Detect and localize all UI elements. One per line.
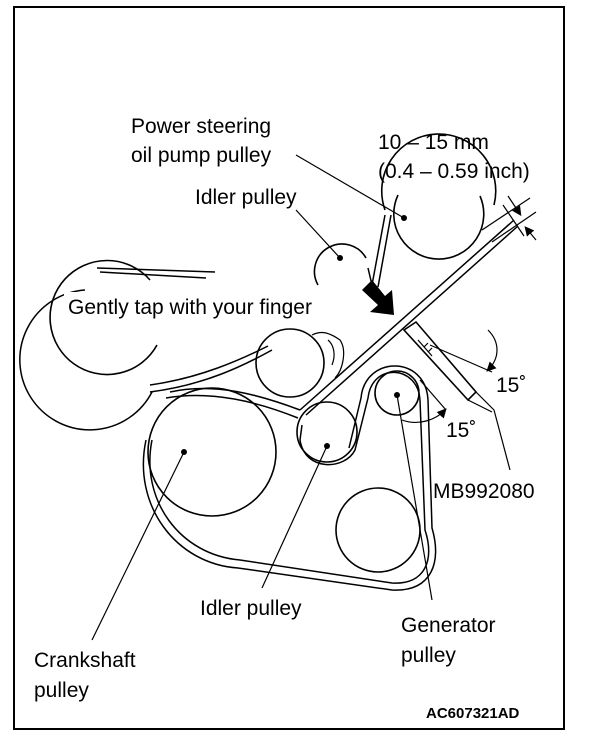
label-generator-line2: pulley <box>401 644 456 667</box>
deflection-measurement <box>481 195 537 243</box>
angle-indicators <box>401 329 498 423</box>
label-angle-right: 15˚ <box>496 374 526 397</box>
label-angle-bottom: 15˚ <box>446 419 476 442</box>
crankshaft-pulley <box>147 387 277 517</box>
label-ps-line2: oil pump pulley <box>131 144 272 167</box>
figure-code: AC607321AD <box>426 705 520 722</box>
left-pulley <box>19 259 273 431</box>
tensioner-pulley <box>255 328 345 398</box>
tap-label-bg <box>64 292 354 320</box>
label-idler-top: Idler pulley <box>195 186 297 209</box>
label-crank-line2: pulley <box>34 679 89 702</box>
generator-pulley <box>374 370 420 416</box>
label-measure-line2: (0.4 – 0.59 inch) <box>378 160 530 183</box>
label-measure-line1: 10 – 15 mm <box>378 131 489 154</box>
figure-frame <box>13 6 565 730</box>
label-ps-line1: Power steering <box>131 115 271 138</box>
label-tap: Gently tap with your finger <box>68 296 312 319</box>
label-tool: MB992080 <box>433 480 535 503</box>
label-crank-line1: Crankshaft <box>34 649 136 672</box>
idler-pulley-bottom <box>296 401 358 463</box>
leader-lines <box>91 154 511 641</box>
label-generator-line1: Generator <box>401 614 496 637</box>
tool-mb992080 <box>402 320 495 413</box>
serpentine-belt <box>142 214 519 591</box>
tap-arrow <box>362 280 394 315</box>
idler-pulley-top <box>313 243 367 286</box>
label-idler-bottom: Idler pulley <box>200 597 302 620</box>
lower-right-pulley <box>335 487 421 573</box>
